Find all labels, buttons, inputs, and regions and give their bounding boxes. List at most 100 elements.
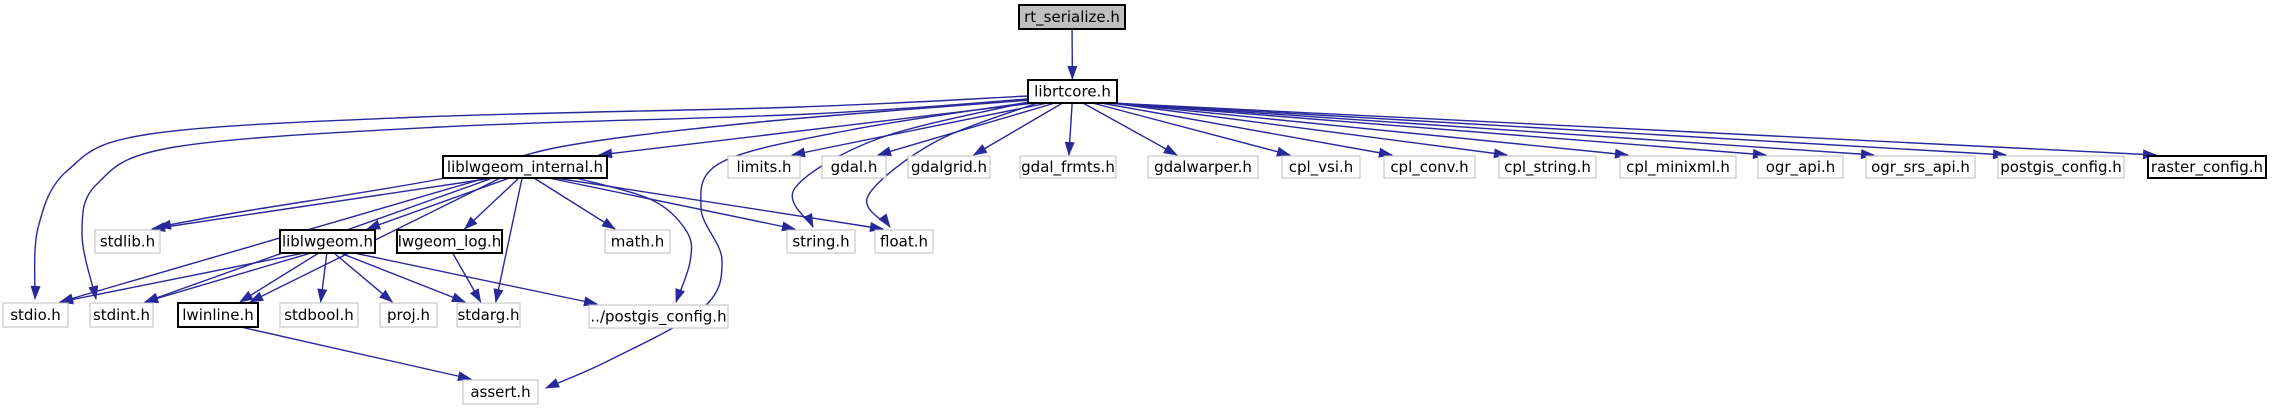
node-gdal_frmts: gdal_frmts.h	[1019, 155, 1117, 179]
include-edge-librtcore-to-stdlib	[157, 99, 1031, 230]
node-label-liblwgeom_internal: liblwgeom_internal.h	[447, 158, 603, 177]
include-edge-liblwgeom-to-stdarg	[340, 252, 466, 303]
include-edge-liblwgeom_internal-to-stdio	[59, 177, 487, 304]
include-edge-lwinline-to-assert	[240, 326, 472, 382]
node-box-stdbool	[279, 302, 359, 328]
node-box-cpl_string	[1498, 155, 1597, 179]
node-box-pgconfig_rel	[588, 304, 729, 329]
node-box-gdalgrid	[907, 155, 991, 179]
node-label-gdal: gdal.h	[831, 158, 878, 176]
node-ogr_api: ogr_api.h	[1757, 155, 1844, 179]
node-box-stdarg	[456, 302, 521, 328]
include-edge-liblwgeom-to-pgconfig_rel	[353, 252, 598, 307]
edges-layer	[30, 28, 2157, 389]
include-edge-librtcore-to-string	[791, 100, 1034, 228]
node-box-gdal	[821, 155, 887, 179]
include-edge-librtcore-to-limits	[791, 102, 1048, 158]
node-stdio: stdio.h	[2, 302, 69, 328]
node-box-gdalwarper	[1147, 155, 1259, 179]
include-edge-liblwgeom-to-stdbool	[317, 252, 328, 303]
node-gdalgrid: gdalgrid.h	[907, 155, 991, 179]
node-assert: assert.h	[462, 379, 539, 405]
node-ogr_srs_api: ogr_srs_api.h	[1865, 155, 1976, 179]
node-stdarg: stdarg.h	[456, 302, 521, 328]
include-edge-liblwgeom-to-lwinline	[239, 252, 320, 303]
include-edge-liblwgeom-to-stdint	[144, 252, 312, 304]
node-pgconfig_rel: ../postgis_config.h	[588, 304, 729, 329]
node-string: string.h	[786, 229, 856, 254]
node-float: float.h	[874, 229, 934, 254]
include-edge-liblwgeom-to-stdio	[59, 252, 305, 305]
node-box-postgis_config	[1997, 155, 2125, 179]
node-box-proj	[379, 302, 438, 328]
node-cpl_vsi: cpl_vsi.h	[1281, 155, 1361, 179]
include-edge-librtcore-to-gdalwarper	[1082, 102, 1178, 156]
include-edge-liblwgeom_internal-to-math	[533, 177, 616, 230]
include-edge-librtcore-to-cpl_conv	[1100, 102, 1393, 158]
node-label-lwgeom_log: lwgeom_log.h	[398, 233, 502, 252]
node-label-cpl_minixml: cpl_minixml.h	[1626, 158, 1730, 177]
node-box-rt_serialize[interactable]	[1018, 4, 1126, 30]
node-label-liblwgeom: liblwgeom.h	[282, 233, 373, 251]
include-edge-librtcore-to-stdio	[30, 95, 1029, 300]
node-raster_config[interactable]: raster_config.h	[2147, 155, 2267, 179]
include-edge-liblwgeom_internal-to-pgconfig_rel	[575, 177, 693, 303]
node-lwinline[interactable]: lwinline.h	[177, 302, 259, 328]
node-label-ogr_srs_api: ogr_srs_api.h	[1871, 158, 1970, 177]
include-edge-librtcore-to-cpl_minixml	[1110, 102, 1629, 159]
include-edge-librtcore-to-float	[865, 101, 1041, 228]
node-label-cpl_string: cpl_string.h	[1504, 158, 1591, 177]
node-label-float: float.h	[880, 233, 928, 251]
node-box-cpl_vsi	[1281, 155, 1361, 179]
node-label-rt_serialize: rt_serialize.h	[1024, 8, 1120, 27]
include-edge-librtcore-to-gdal	[877, 102, 1056, 157]
node-label-ogr_api: ogr_api.h	[1766, 158, 1836, 177]
node-box-lwgeom_log[interactable]	[396, 229, 503, 254]
node-box-assert	[462, 379, 539, 405]
node-box-stdlib	[94, 229, 161, 254]
include-edge-liblwgeom_internal-to-string	[548, 177, 796, 232]
include-edge-librtcore-to-assert	[545, 101, 1032, 389]
node-label-stdlib: stdlib.h	[100, 233, 155, 251]
node-box-ogr_srs_api	[1865, 155, 1976, 179]
node-label-gdal_frmts: gdal_frmts.h	[1021, 158, 1115, 177]
node-rt_serialize[interactable]: rt_serialize.h	[1018, 4, 1126, 30]
node-box-gdal_frmts	[1019, 155, 1117, 179]
include-edge-librtcore-to-cpl_vsi	[1092, 102, 1291, 157]
include-edge-librtcore-to-stdint	[81, 98, 1029, 300]
include-edge-liblwgeom_internal-to-stdarg	[493, 177, 523, 303]
include-edge-liblwgeom_internal-to-stdlib	[151, 177, 494, 233]
node-box-math	[604, 229, 671, 254]
node-limits: limits.h	[727, 155, 801, 179]
node-label-string: string.h	[792, 233, 849, 251]
node-stdint: stdint.h	[89, 302, 154, 328]
node-label-math: math.h	[611, 233, 664, 251]
node-box-cpl_minixml	[1619, 155, 1737, 179]
node-stdlib: stdlib.h	[94, 229, 161, 254]
node-lwgeom_log[interactable]: lwgeom_log.h	[396, 229, 503, 254]
node-box-limits	[727, 155, 801, 179]
node-stdbool: stdbool.h	[279, 302, 359, 328]
node-box-float	[874, 229, 934, 254]
node-box-liblwgeom[interactable]	[279, 229, 376, 254]
node-proj: proj.h	[379, 302, 438, 328]
node-liblwgeom_internal[interactable]: liblwgeom_internal.h	[442, 155, 608, 179]
node-box-raster_config[interactable]	[2147, 155, 2267, 179]
node-librtcore[interactable]: librtcore.h	[1027, 79, 1118, 104]
node-label-assert: assert.h	[470, 383, 530, 401]
node-box-librtcore[interactable]	[1027, 79, 1118, 104]
node-cpl_string: cpl_string.h	[1498, 155, 1597, 179]
node-box-liblwgeom_internal[interactable]	[442, 155, 608, 179]
include-edge-lwgeom_log-to-stdarg	[452, 252, 482, 303]
include-edge-librtcore-to-postgis_config	[1110, 102, 2007, 160]
nodes-layer: rt_serialize.h librtcore.h liblwgeom_inter…	[2, 4, 2267, 405]
node-box-ogr_api	[1757, 155, 1844, 179]
node-label-pgconfig_rel: ../postgis_config.h	[590, 308, 726, 327]
node-label-proj: proj.h	[387, 306, 430, 324]
node-box-lwinline[interactable]	[177, 302, 259, 328]
include-edge-librtcore-to-ogr_api	[1110, 102, 1767, 159]
node-liblwgeom[interactable]: liblwgeom.h	[279, 229, 376, 254]
node-box-cpl_conv	[1383, 155, 1476, 179]
